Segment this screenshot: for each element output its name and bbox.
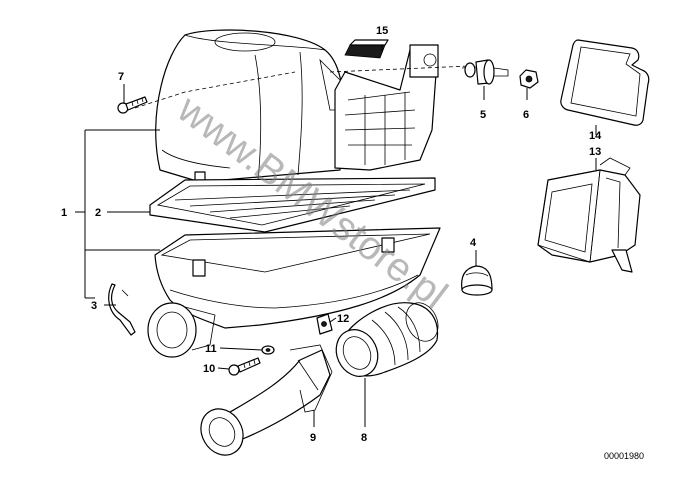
callout-9: 9 [310, 432, 316, 444]
callout-14: 14 [589, 130, 602, 142]
callout-2: 2 [95, 207, 101, 219]
callout-10: 10 [203, 363, 215, 375]
screw-part-7 [117, 96, 148, 114]
housing-intake-stub [147, 302, 216, 358]
retaining-clip [108, 283, 136, 336]
bracket-part-12 [316, 313, 333, 335]
gasket-part-14 [560, 39, 650, 126]
cover-bracket [334, 44, 439, 171]
housing-lower-section [154, 227, 441, 329]
washer-part-11 [261, 345, 275, 355]
filter-element [149, 177, 436, 233]
callout-4: 4 [470, 237, 477, 249]
assembly-guide-lines [134, 65, 471, 109]
intake-duct-part-13 [537, 157, 641, 273]
callout-8: 8 [361, 432, 367, 444]
screw-part-10 [228, 357, 261, 376]
callout-13: 13 [589, 146, 601, 158]
callout-15: 15 [376, 25, 388, 37]
rubber-mount-part-5 [461, 59, 509, 85]
callout-5: 5 [480, 109, 486, 121]
diagram-code: 00001980 [604, 451, 644, 461]
callout-6: 6 [523, 109, 529, 121]
callout-12: 12 [337, 313, 349, 325]
callout-7: 7 [118, 71, 124, 83]
nut-part-6 [519, 69, 539, 89]
intake-bellows-part-8 [335, 302, 439, 377]
grommet-part-4 [461, 265, 493, 296]
callout-11: 11 [205, 343, 217, 355]
holder-part-15 [344, 39, 389, 59]
intake-horn-part-9 [200, 344, 333, 456]
callout-1: 1 [61, 207, 67, 219]
leader-lines [75, 45, 597, 427]
callout-3: 3 [91, 300, 97, 312]
callout-labels: 1 2 3 4 5 6 7 8 9 10 11 12 13 14 15 [61, 25, 602, 444]
